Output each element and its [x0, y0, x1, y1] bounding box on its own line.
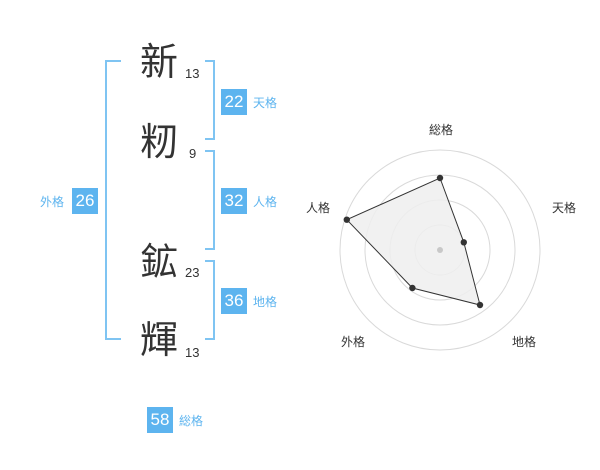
radar-point-3 — [476, 301, 484, 309]
chikaku-label: 地格 — [253, 295, 278, 309]
jinkaku-label: 人格 — [253, 195, 278, 209]
soukaku-label: 総格 — [179, 414, 204, 428]
radar-axis-label-soukaku: 総格 — [429, 122, 453, 137]
radar-point-1 — [436, 174, 444, 182]
tenkaku-bracket — [205, 60, 215, 140]
radar-shape — [345, 177, 481, 306]
radar-axis-label-jinkaku: 人格 — [306, 200, 330, 215]
stroke-count-4: 13 — [185, 345, 200, 360]
radar-axis-label-tenkaku: 天格 — [552, 200, 576, 215]
stroke-count-3: 23 — [185, 265, 200, 280]
name-char-4: 輝 — [139, 318, 178, 362]
name-char-3: 鉱 — [139, 240, 178, 284]
radar-center-dot — [437, 247, 443, 253]
soukaku-value: 58 — [147, 407, 173, 433]
tenkaku-value: 22 — [221, 89, 247, 115]
radar-point-2 — [460, 239, 467, 246]
stroke-count-2: 9 — [189, 146, 197, 161]
radar-points — [343, 174, 484, 309]
radar-polygon — [345, 177, 481, 306]
radar-axis-label-chikaku: 地格 — [512, 334, 536, 349]
stroke-count-1: 13 — [185, 66, 200, 81]
gaikaku-label: 外格 — [40, 195, 65, 209]
radar-ring-4 — [339, 149, 541, 351]
gaikaku-value: 26 — [72, 188, 98, 214]
name-char-1: 新 — [139, 40, 178, 84]
radar-point-4 — [409, 284, 416, 292]
tenkaku-label: 天格 — [253, 96, 278, 110]
jinkaku-value: 32 — [221, 188, 247, 214]
name-char-2: 籾 — [139, 120, 178, 164]
chikaku-value: 36 — [221, 288, 247, 314]
radar-axis-label-gaikaku: 外格 — [341, 334, 365, 349]
gaikaku-bracket — [105, 60, 121, 340]
radar-point-5 — [343, 216, 350, 223]
jinkaku-bracket — [205, 150, 215, 250]
chikaku-bracket — [205, 260, 215, 340]
